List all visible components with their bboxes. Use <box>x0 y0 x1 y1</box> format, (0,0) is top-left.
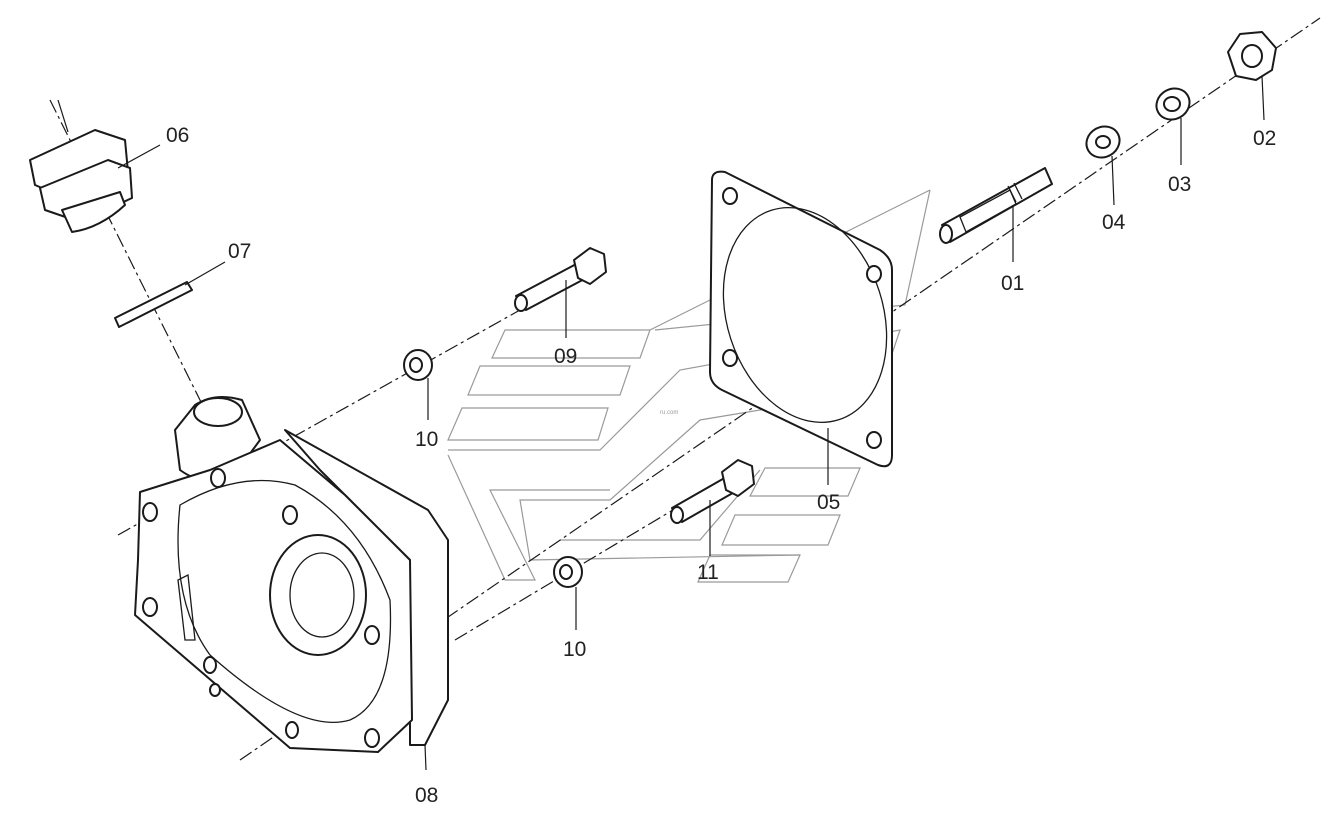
part-10-washer-upper <box>403 349 433 381</box>
part-02-nut <box>1227 31 1277 81</box>
watermark-text: ru.com <box>660 410 678 416</box>
label-01: 01 <box>1001 272 1024 295</box>
label-03: 03 <box>1168 173 1191 196</box>
part-05-gasket <box>709 170 893 468</box>
part-04-washer <box>1085 125 1121 159</box>
label-09: 09 <box>554 345 577 368</box>
label-06: 06 <box>166 124 189 147</box>
part-03-lock-washer <box>1155 87 1191 121</box>
label-05: 05 <box>817 491 840 514</box>
part-10-washer-lower <box>553 556 583 588</box>
part-11-bolt <box>670 459 755 524</box>
part-01-shaft <box>939 167 1053 244</box>
label-10-upper: 10 <box>415 428 438 451</box>
part-09-bolt <box>514 247 607 312</box>
label-10-lower: 10 <box>563 638 586 661</box>
label-07: 07 <box>228 240 251 263</box>
label-04: 04 <box>1102 211 1126 234</box>
callout-labels: 01 02 03 04 05 06 07 08 09 10 10 11 <box>166 124 1276 807</box>
label-08: 08 <box>415 784 438 807</box>
part-08-housing <box>134 395 449 753</box>
label-11: 11 <box>697 561 719 584</box>
leader-lines <box>117 75 1265 771</box>
part-07-pin <box>114 281 193 328</box>
part-06-fitting <box>29 99 133 233</box>
label-02: 02 <box>1253 127 1276 150</box>
